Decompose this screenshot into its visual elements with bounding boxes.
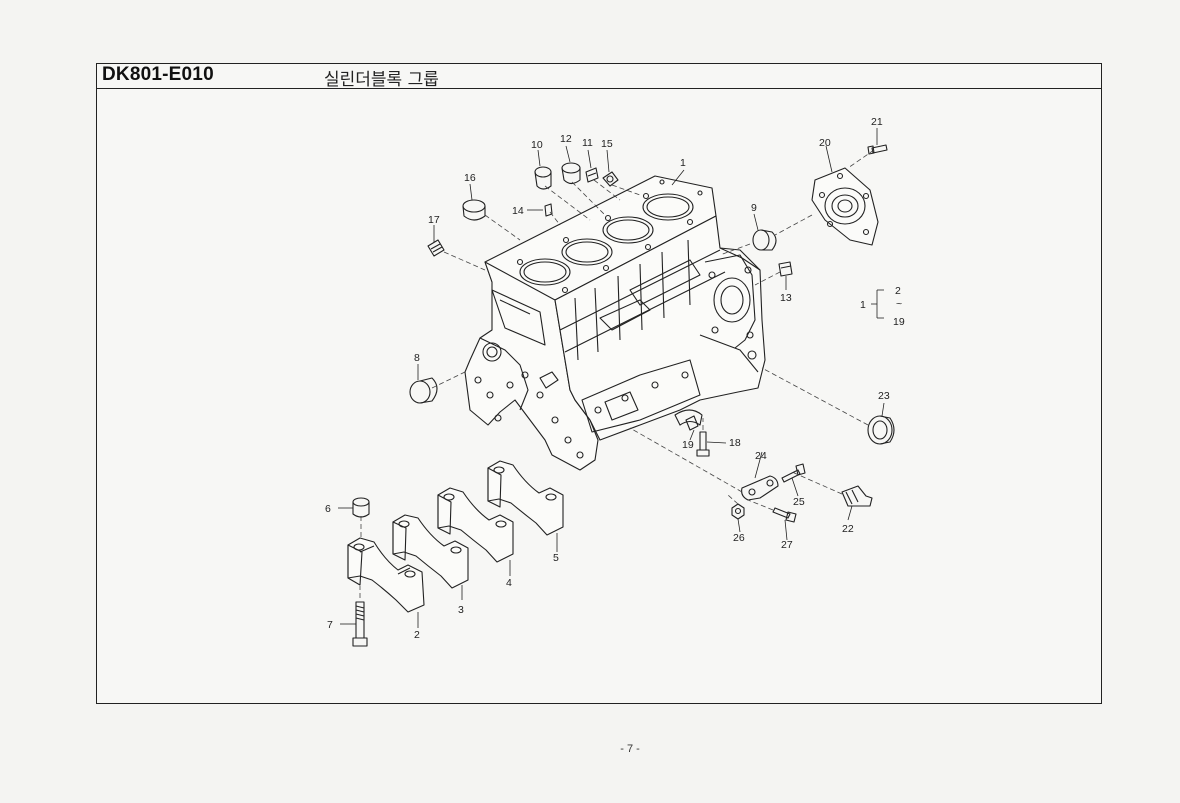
callout-10: 10 [531,139,543,151]
leader-dashes [359,149,875,598]
part-14-dowel [544,203,553,217]
part-18-bolt [696,431,710,457]
part-16-plug [462,199,486,221]
callout-2: 2 [414,629,420,641]
part-25-bolt [781,463,806,483]
callout-8: 8 [414,352,420,364]
callout-leaders [338,128,885,628]
callout-7: 7 [327,619,333,631]
part-26-nut [731,503,745,520]
callout-19: 19 [682,439,694,451]
part-4-bearing-cap [437,487,514,563]
part-15-plug [602,171,619,187]
callout-17: 17 [428,214,440,226]
callout-5: 5 [553,552,559,564]
callout-4: 4 [506,577,512,589]
range-from: 2 [895,285,901,297]
cylinder-block [464,175,766,471]
callout-9: 9 [751,202,757,214]
callout-14: 14 [512,205,524,217]
callout-15: 15 [601,138,613,150]
part-22-switch [841,485,873,507]
range-parent: 1 [860,299,866,311]
callout-12: 12 [560,133,572,145]
callout-13: 13 [780,292,792,304]
callout-16: 16 [464,172,476,184]
part-17-plug [427,239,445,257]
part-10-plug [534,166,552,190]
page-code: DK801-E010 [102,64,214,85]
callout-22: 22 [842,523,854,535]
callout-21: 21 [871,116,883,128]
part-12-plug [561,162,581,185]
part-11-plug [585,167,599,183]
part-2-bearing-cap [347,537,425,613]
part-5-bearing-cap [487,460,564,536]
part-13-plug [778,261,793,277]
callout-6: 6 [325,503,331,515]
callout-1: 1 [680,157,686,169]
callout-27: 27 [781,539,793,551]
part-6-bushing [352,497,370,518]
part-27-bolt [772,507,797,523]
part-3-bearing-cap [392,514,469,589]
callout-3: 3 [458,604,464,616]
range-to: 19 [893,316,905,328]
callout-25: 25 [793,496,805,508]
part-7-bolt [352,601,368,647]
callout-26: 26 [733,532,745,544]
callout-24: 24 [755,450,767,462]
range-tilde: ~ [896,298,902,310]
part-24-bracket [741,475,779,501]
callout-18: 18 [729,437,741,449]
part-23-seal [867,415,895,445]
part-20-seal-housing [811,167,879,246]
page-title: 실린더블록 그룹 [324,70,439,90]
part-8-bushing [409,377,438,404]
page-number: - 7 - [620,743,640,755]
title-bar: DK801-E010 실린더블록 그룹 [97,64,1101,90]
callout-20: 20 [819,137,831,149]
part-19-pipe [685,415,699,431]
callout-11: 11 [582,137,593,149]
callout-23: 23 [878,390,890,402]
part-9-bushing [752,229,777,251]
callout-labels: 1 10 12 11 15 16 14 17 8 9 13 20 21 23 1… [325,116,905,641]
